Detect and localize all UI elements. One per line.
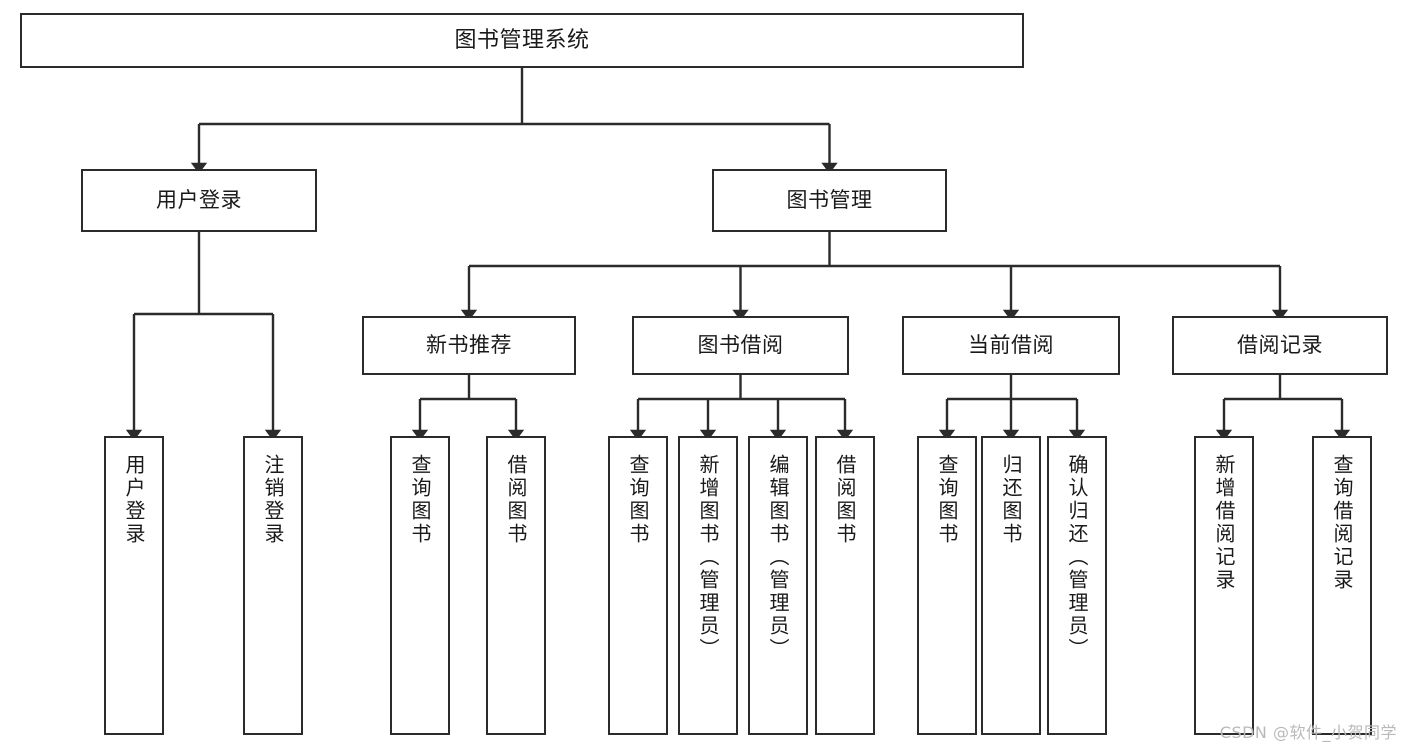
node-leaf_nr_query[interactable]: 查询图书 [390,436,450,735]
node-new_rec[interactable]: 新书推荐 [362,316,576,375]
node-user_login[interactable]: 用户登录 [81,169,317,232]
node-label: 当前借阅 [968,333,1054,358]
node-label: 图书管理 [786,188,873,213]
node-leaf_bl_query[interactable]: 查询借阅记录 [1312,436,1372,735]
node-label: 查询图书 [626,454,650,546]
node-label: 借阅图书 [504,454,528,546]
node-label: 编辑图书（管理员） [766,454,790,661]
node-leaf_cb_confirm[interactable]: 确认归还（管理员） [1047,436,1107,735]
node-leaf_cb_query[interactable]: 查询图书 [917,436,977,735]
node-leaf_user_login[interactable]: 用户登录 [104,436,164,735]
node-label: 新增借阅记录 [1212,454,1236,592]
node-book_mgmt[interactable]: 图书管理 [712,169,947,232]
node-label: 新增图书（管理员） [696,454,720,661]
node-root[interactable]: 图书管理系统 [20,13,1024,68]
node-leaf_bl_add[interactable]: 新增借阅记录 [1194,436,1254,735]
node-label: 借阅记录 [1237,333,1323,358]
node-leaf_bb_query[interactable]: 查询图书 [608,436,668,735]
node-label: 查询图书 [408,454,432,546]
node-leaf_bb_add[interactable]: 新增图书（管理员） [678,436,738,735]
watermark: CSDN @软件_小贺同学 [1219,723,1397,742]
node-leaf_nr_borrow[interactable]: 借阅图书 [486,436,546,735]
node-label: 查询图书 [935,454,959,546]
node-label: 查询借阅记录 [1330,454,1354,592]
node-label: 借阅图书 [833,454,857,546]
node-label: 用户登录 [122,454,146,546]
node-cur_borrow[interactable]: 当前借阅 [902,316,1120,375]
node-leaf_bb_edit[interactable]: 编辑图书（管理员） [748,436,808,735]
node-label: 图书管理系统 [454,27,590,53]
node-label: 用户登录 [156,188,242,213]
node-label: 确认归还（管理员） [1065,454,1089,661]
node-label: 图书借阅 [697,333,784,358]
node-leaf_user_logout[interactable]: 注销登录 [243,436,303,735]
node-borrow_log[interactable]: 借阅记录 [1172,316,1388,375]
node-leaf_cb_return[interactable]: 归还图书 [981,436,1041,735]
node-leaf_bb_borrow[interactable]: 借阅图书 [815,436,875,735]
node-label: 新书推荐 [426,333,512,358]
node-label: 归还图书 [999,454,1023,546]
node-label: 注销登录 [261,454,285,546]
node-book_borrow[interactable]: 图书借阅 [632,316,849,375]
